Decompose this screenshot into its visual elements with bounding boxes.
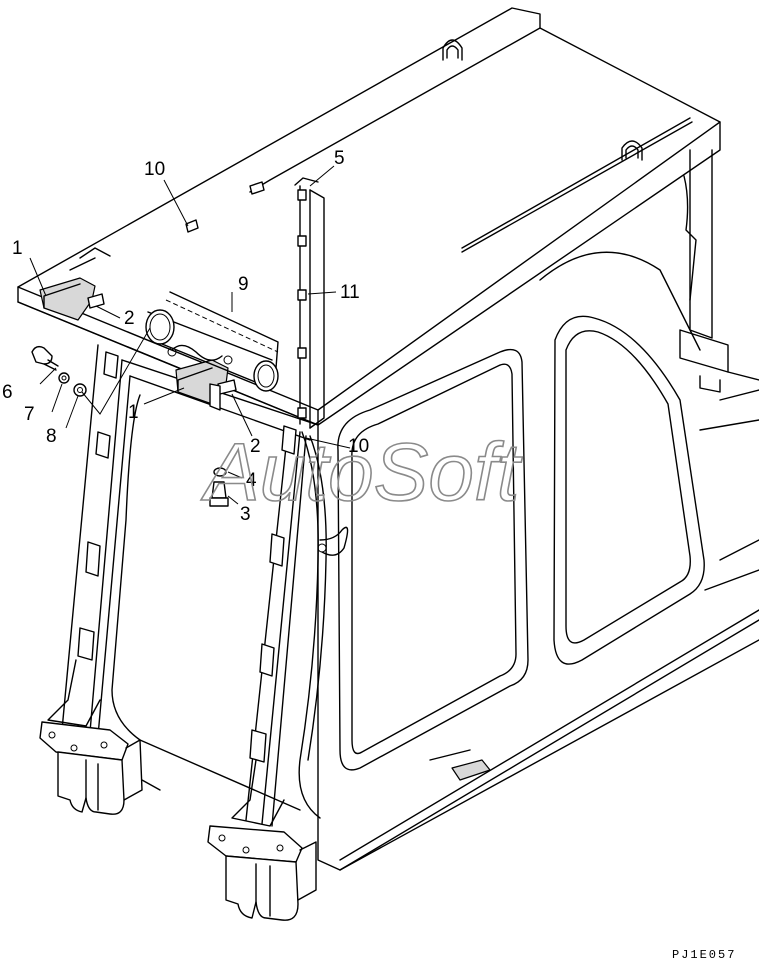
callout-1-upper: 1 [12, 238, 23, 259]
callout-3: 3 [240, 504, 251, 525]
watermark: AutoSoft [200, 427, 523, 518]
tube-9 [145, 291, 279, 392]
callout-5: 5 [334, 148, 345, 169]
callout-2-lower: 2 [250, 436, 261, 457]
channel-rail [297, 185, 325, 429]
front-brackets [39, 277, 237, 411]
callout-labels: 1 2 6 7 8 1 2 4 3 9 10 5 11 10 [2, 148, 369, 525]
left-post [39, 344, 319, 815]
callout-9: 9 [238, 274, 249, 295]
canopy-roof [17, 7, 721, 426]
callout-7: 7 [24, 404, 35, 425]
callout-2-upper: 2 [124, 308, 135, 329]
cab-body [298, 315, 759, 871]
callout-8: 8 [46, 426, 57, 447]
callout-10-upper: 10 [144, 159, 165, 180]
rear-frame [539, 149, 759, 591]
leader-lines [29, 165, 351, 505]
callout-6: 6 [2, 382, 13, 403]
callout-10-lower: 10 [348, 436, 369, 457]
plate-code: PJ1E057 [672, 948, 736, 962]
callout-1-lower: 1 [128, 402, 139, 423]
callout-4: 4 [246, 470, 257, 491]
callout-11: 11 [340, 282, 360, 303]
right-post [207, 425, 317, 921]
